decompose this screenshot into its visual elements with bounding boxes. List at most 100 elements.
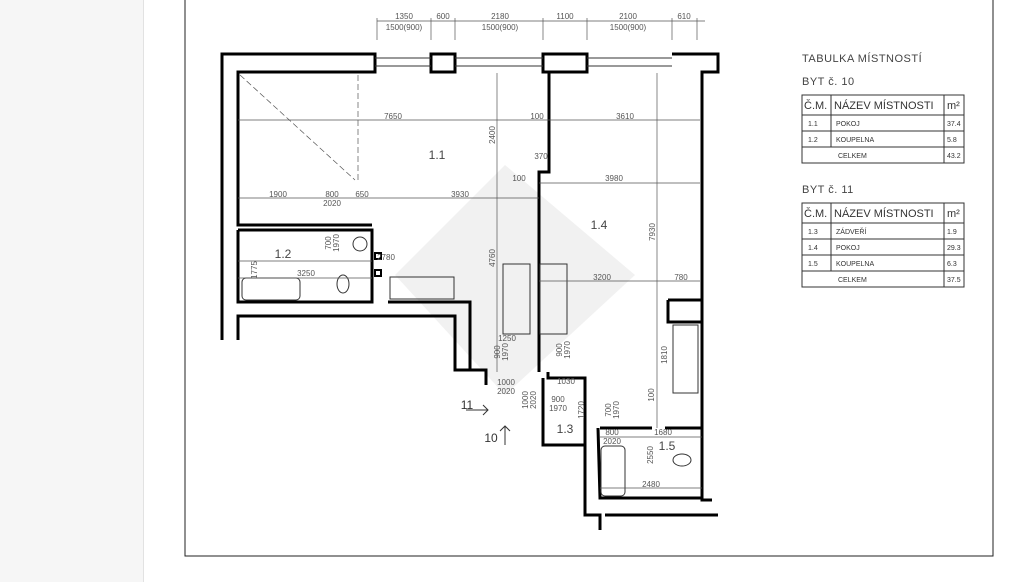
- dim-label: 1350: [395, 12, 413, 21]
- table-cell: 1.5: [808, 261, 818, 268]
- col-header: NÁZEV MÍSTNOSTI: [834, 207, 934, 220]
- dim-label: 2400: [488, 126, 497, 144]
- dim-label: 4760: [488, 249, 497, 267]
- toilet-icon: [336, 274, 350, 294]
- dimension-lines: [238, 73, 702, 489]
- dim-label: 3610: [616, 112, 634, 121]
- dim-label: 700: [324, 236, 333, 250]
- table-cell: POKOJ: [836, 121, 860, 128]
- table-title: TABULKA MÍSTNOSTÍ: [802, 52, 923, 65]
- col-header: Č.M.: [804, 207, 827, 220]
- table-cell: 6.3: [947, 261, 957, 268]
- dim-label: 2780: [377, 253, 395, 262]
- table-total: 37.5: [947, 277, 961, 284]
- dim-label: 1100: [556, 12, 574, 21]
- dim-label: 1970: [332, 234, 341, 252]
- room-label-1-1: 1.1: [429, 148, 446, 162]
- col-header: m²: [947, 208, 960, 220]
- dim-label: 1500(900): [482, 23, 519, 32]
- dim-label: 3200: [593, 273, 611, 282]
- dim-label: 100: [647, 388, 656, 402]
- dim-label: 780: [674, 273, 688, 282]
- col-header: Č.M.: [804, 99, 827, 112]
- table-cell: KOUPELNA: [836, 261, 874, 268]
- dim-label: 1680: [654, 428, 672, 437]
- dim-label: 1970: [563, 341, 572, 359]
- dim-label: 2180: [491, 12, 509, 21]
- dim-label: 1775: [250, 261, 259, 279]
- left-panel: [0, 0, 144, 582]
- dim-label: 1970: [549, 404, 567, 413]
- dim-label: 7930: [648, 223, 657, 241]
- kitchen-counter-icon: [389, 276, 455, 300]
- sink-icon: [352, 236, 368, 252]
- dim-label: 2020: [323, 199, 341, 208]
- dim-label: 100: [512, 174, 526, 183]
- col-header: NÁZEV MÍSTNOSTI: [834, 99, 934, 112]
- dim-label: 900: [493, 345, 502, 359]
- room-label-1-3: 1.3: [557, 422, 574, 436]
- dim-label: 3930: [451, 190, 469, 199]
- dim-label: 1250: [498, 334, 516, 343]
- dim-label: 900: [555, 343, 564, 357]
- flat-title: BYT č. 10: [802, 76, 855, 88]
- fixtures: [239, 74, 699, 497]
- table-cell: 29.3: [947, 245, 961, 252]
- table-cell: 1.1: [808, 121, 818, 128]
- dim-label: 600: [436, 12, 450, 21]
- flat-title: BYT č. 11: [802, 184, 854, 196]
- dim-label: 610: [677, 12, 691, 21]
- entry-marker-11: 11: [461, 398, 474, 412]
- bathtub-icon: [600, 445, 626, 497]
- dim-label: 900: [551, 395, 565, 404]
- table-cell: POKOJ: [836, 245, 860, 252]
- dim-label: 800: [605, 428, 619, 437]
- dim-label: 1900: [269, 190, 287, 199]
- dim-label: 1000: [521, 391, 530, 409]
- dim-label: 800: [325, 190, 339, 199]
- bathtub-icon: [241, 277, 301, 301]
- toilet-icon: [672, 453, 692, 467]
- table-cell: ZÁDVEŘÍ: [836, 227, 866, 236]
- dim-label: 2020: [603, 437, 621, 446]
- dim-label: 7650: [384, 112, 402, 121]
- dim-label: 1030: [557, 377, 575, 386]
- dim-label: 2020: [529, 391, 538, 409]
- dim-label: 700: [604, 403, 613, 417]
- dim-label: 100: [530, 112, 544, 121]
- table-total-label: CELKEM: [838, 277, 867, 284]
- dim-label: 2020: [497, 387, 515, 396]
- staircase-icon: [502, 263, 568, 335]
- dim-label: 1720: [577, 401, 586, 419]
- dim-label: 370: [534, 152, 548, 161]
- dim-label: 1000: [497, 378, 515, 387]
- dim-label: 1810: [660, 346, 669, 364]
- kitchen-counter-icon: [672, 324, 699, 394]
- room-label-1-5: 1.5: [659, 439, 676, 453]
- dim-label: 1500(900): [610, 23, 647, 32]
- dim-label: 3980: [605, 174, 623, 183]
- dimension-labels: 7650 100 3610 2400 370 100 3980 1900 800…: [250, 112, 688, 489]
- dim-label: 2480: [642, 480, 660, 489]
- table-cell: 1.3: [808, 229, 818, 236]
- table-cell: 1.2: [808, 137, 818, 144]
- drawing-frame: [184, 0, 994, 557]
- dim-label: 3250: [297, 269, 315, 278]
- entry-markers: 11 10: [461, 398, 511, 445]
- dim-label: 1970: [501, 343, 510, 361]
- table-cell: 5.8: [947, 137, 957, 144]
- table-cell: 1.4: [808, 245, 818, 252]
- table-cell: 37.4: [947, 121, 961, 128]
- room-table: TABULKA MÍSTNOSTÍ BYT č. 10 Č.M. NÁZEV M…: [801, 52, 965, 288]
- table-total-label: CELKEM: [838, 153, 867, 160]
- col-header: m²: [947, 100, 960, 112]
- dim-label: 1500(900): [386, 23, 423, 32]
- dim-label: 2100: [619, 12, 637, 21]
- dim-label: 2550: [646, 446, 655, 464]
- dim-label: 650: [355, 190, 369, 199]
- table-cell: KOUPELNA: [836, 137, 874, 144]
- entry-marker-10: 10: [484, 431, 498, 445]
- top-dimension-chain: 1350 1500(900) 600 2180 1500(900) 1100 2…: [376, 12, 705, 40]
- dim-label: 1970: [612, 401, 621, 419]
